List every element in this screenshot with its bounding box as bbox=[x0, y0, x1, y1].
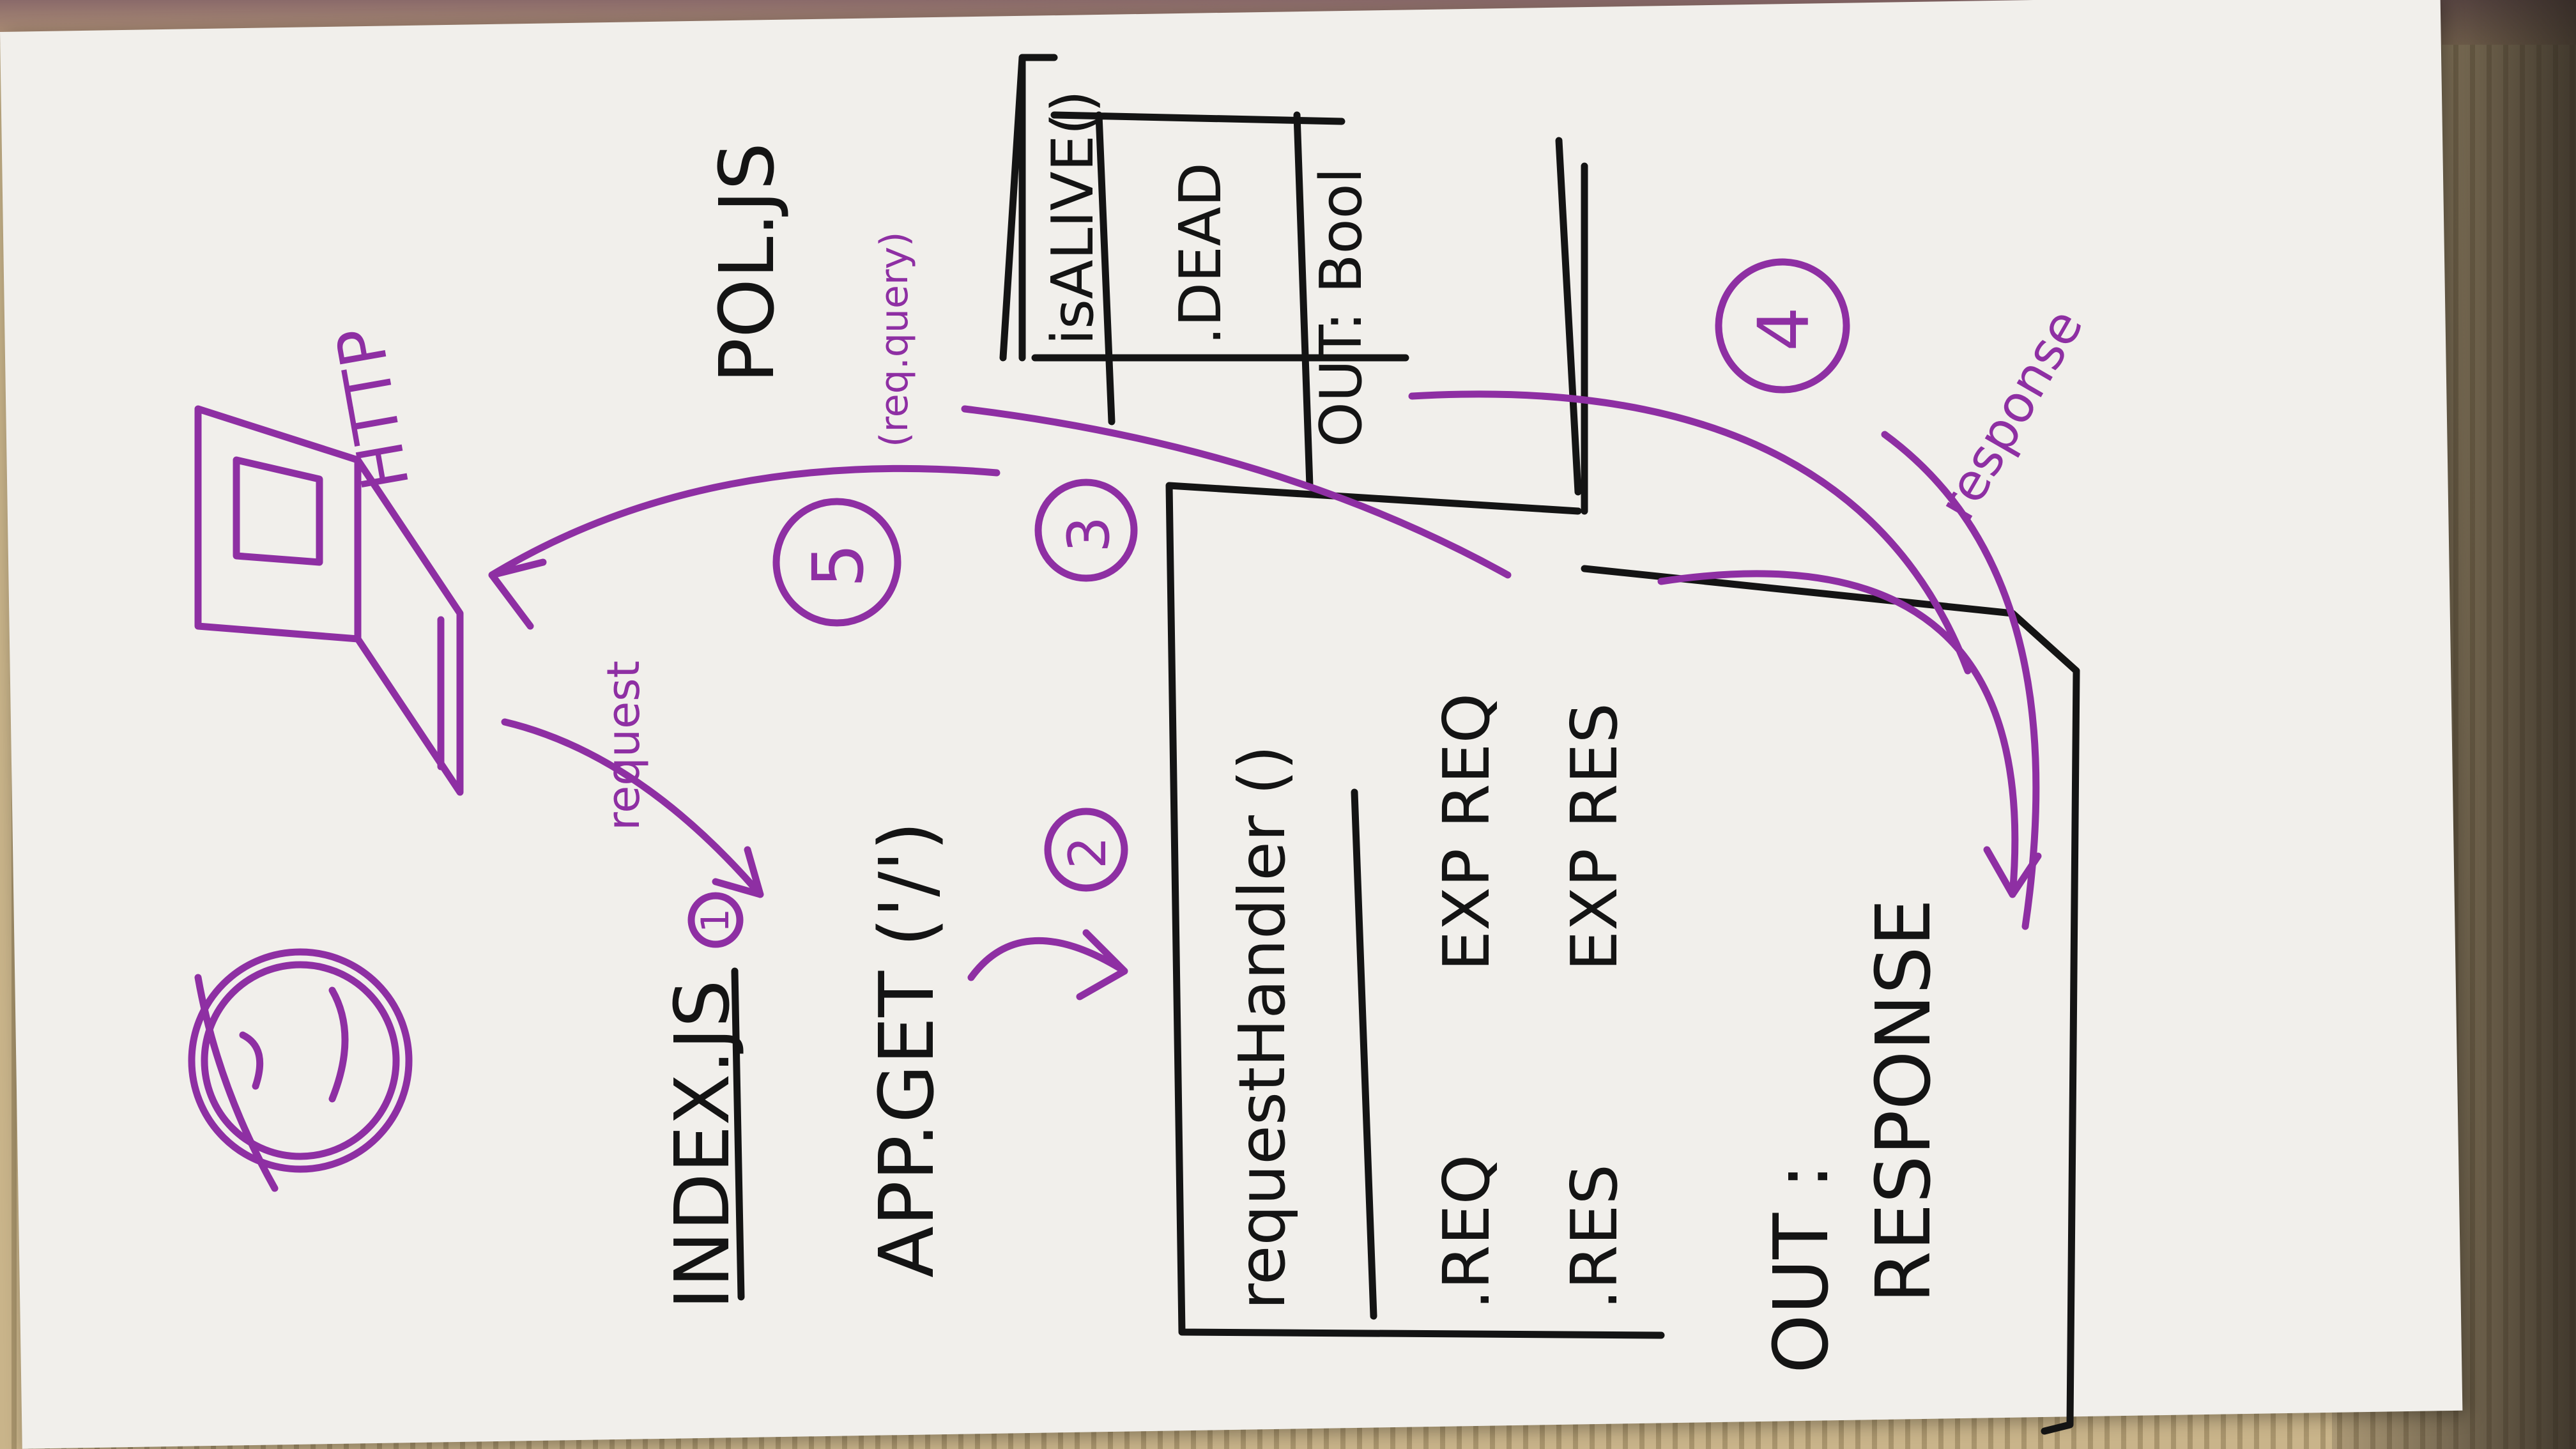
pol-out-bool: OUT: Bool bbox=[1308, 167, 1375, 447]
handler-right-item-2: EXP RES bbox=[1557, 703, 1632, 971]
arrow-to-laptop bbox=[488, 464, 1000, 630]
protocol-annotation: HTTP bbox=[322, 322, 424, 496]
request-annotation: request bbox=[597, 661, 650, 831]
handler-title: requestHandler () bbox=[1225, 745, 1300, 1310]
handler-box-outline bbox=[1165, 482, 1665, 1339]
step-1-label: 1 bbox=[693, 908, 738, 933]
step-1-circle bbox=[687, 892, 744, 948]
arrow-response-down bbox=[1881, 431, 2040, 930]
route-call: APP.GET ('/') bbox=[862, 822, 951, 1278]
user-face-icon bbox=[188, 948, 413, 1192]
pol-file-label: POL.JS bbox=[703, 142, 791, 383]
step-5-circle bbox=[772, 498, 901, 627]
index-file-label: INDEX.JS bbox=[658, 979, 746, 1310]
arrow-handler-to-pol bbox=[961, 405, 1512, 579]
pol-method-alive: isALIVE() bbox=[1039, 90, 1107, 345]
handler-left-item-1: .REQ bbox=[1429, 1154, 1504, 1310]
step-4-label: 4 bbox=[1743, 307, 1825, 351]
step-3-label: 3 bbox=[1055, 516, 1123, 553]
step-2-circle bbox=[1044, 808, 1128, 892]
handler-left-item-2: .RES bbox=[1557, 1164, 1632, 1310]
step-3-circle bbox=[1034, 479, 1138, 582]
out-response: RESPONSE bbox=[1859, 899, 1947, 1303]
step-2-label: 2 bbox=[1058, 836, 1117, 869]
arrow-step-2 bbox=[967, 929, 1128, 1000]
arrow-request bbox=[501, 718, 764, 898]
pol-method-dead: .DEAD bbox=[1167, 162, 1234, 345]
arrow-pol-to-response bbox=[1408, 390, 2042, 898]
index-underline bbox=[731, 967, 745, 1301]
laptop-icon bbox=[194, 405, 464, 796]
response-annotation: response bbox=[1927, 299, 2094, 530]
handler-right-item-1: EXP REQ bbox=[1429, 693, 1504, 971]
step-4-circle bbox=[1715, 258, 1850, 394]
response-box-outline bbox=[1581, 565, 2080, 1435]
pol-table-outline bbox=[999, 54, 1588, 515]
params-annotation: (req.query) bbox=[872, 232, 917, 447]
out-label: OUT : bbox=[1757, 1163, 1845, 1374]
step-5-label: 5 bbox=[797, 543, 879, 588]
